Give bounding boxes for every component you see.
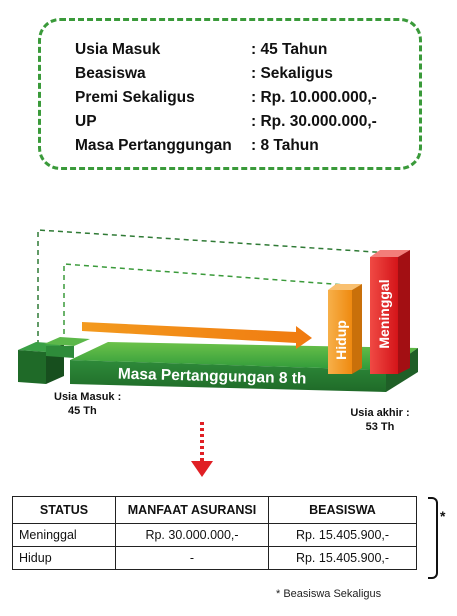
info-label: Masa Pertanggungan xyxy=(75,137,232,154)
end-age-line2: 53 Th xyxy=(365,421,395,433)
info-value: : Sekaligus xyxy=(251,65,333,82)
info-label: UP xyxy=(75,113,97,130)
start-block2-top xyxy=(44,337,90,346)
table-row: Meninggal Rp. 30.000.000,- Rp. 15.405.90… xyxy=(12,523,417,547)
beasiswa-cell: Rp. 15.405.900,- xyxy=(268,523,417,547)
info-row-beasiswa: Beasiswa : Sekaligus xyxy=(75,65,333,83)
info-row-usia-masuk: Usia Masuk : 45 Tahun xyxy=(75,41,327,59)
info-row-masa: Masa Pertanggungan : 8 Tahun xyxy=(75,137,319,155)
info-label: Beasiswa xyxy=(75,65,146,82)
start-block2-front xyxy=(46,346,74,358)
manfaat-cell: - xyxy=(115,546,269,570)
info-label: Premi Sekaligus xyxy=(75,89,195,106)
alive-bar-side xyxy=(352,284,362,374)
info-row-premi: Premi Sekaligus : Rp. 10.000.000,- xyxy=(75,89,377,107)
start-age-label: Usia Masuk : 45 Th xyxy=(54,390,134,418)
death-bar-front xyxy=(370,257,398,374)
policy-info-box: Usia Masuk : 45 Tahun Beasiswa : Sekaligus… xyxy=(38,18,422,170)
table-row: Hidup - Rp. 15.405.900,- xyxy=(12,546,417,570)
header-beasiswa: BEASISWA xyxy=(268,496,417,524)
death-bar-side xyxy=(398,250,410,374)
start-age-line2: 45 Th xyxy=(68,405,97,417)
start-age-line1: Usia Masuk : xyxy=(54,391,122,403)
status-cell: Hidup xyxy=(12,546,116,570)
info-value: : 8 Tahun xyxy=(251,137,319,154)
alive-bar-label: Hidup xyxy=(333,320,349,360)
start-block-front xyxy=(18,350,46,384)
death-bar-label: Meninggal xyxy=(376,279,392,348)
beasiswa-bracket xyxy=(428,497,438,579)
alive-bar-top xyxy=(328,284,362,290)
manfaat-cell: Rp. 30.000.000,- xyxy=(115,523,269,547)
table-header-row: STATUS MANFAAT ASURANSI BEASISWA xyxy=(12,496,417,524)
beasiswa-cell: Rp. 15.405.900,- xyxy=(268,546,417,570)
death-guide-line xyxy=(37,229,391,345)
info-value: : Rp. 30.000.000,- xyxy=(251,113,377,130)
down-arrow-head xyxy=(191,461,213,477)
status-cell: Meninggal xyxy=(12,523,116,547)
alive-bar-front xyxy=(328,290,352,374)
platform-label: Masa Pertanggungan 8 th xyxy=(118,366,307,388)
bracket-asterisk: * xyxy=(440,508,446,524)
info-value: : Rp. 10.000.000,- xyxy=(251,89,377,106)
benefit-table: STATUS MANFAAT ASURANSI BEASISWA Meningg… xyxy=(12,496,417,570)
timeline-arrow xyxy=(82,322,312,349)
footnote: * Beasiswa Sekaligus xyxy=(276,588,382,600)
end-age-line1: Usia akhir : xyxy=(350,407,410,419)
info-value: : 45 Tahun xyxy=(251,41,328,58)
header-manfaat: MANFAAT ASURANSI xyxy=(115,496,269,524)
header-status: STATUS xyxy=(12,496,116,524)
info-label: Usia Masuk xyxy=(75,41,161,58)
death-bar-top xyxy=(370,250,410,257)
platform-front xyxy=(70,360,386,392)
info-row-up: UP : Rp. 30.000.000,- xyxy=(75,113,377,131)
end-age-label: Usia akhir : 53 Th xyxy=(338,406,422,434)
